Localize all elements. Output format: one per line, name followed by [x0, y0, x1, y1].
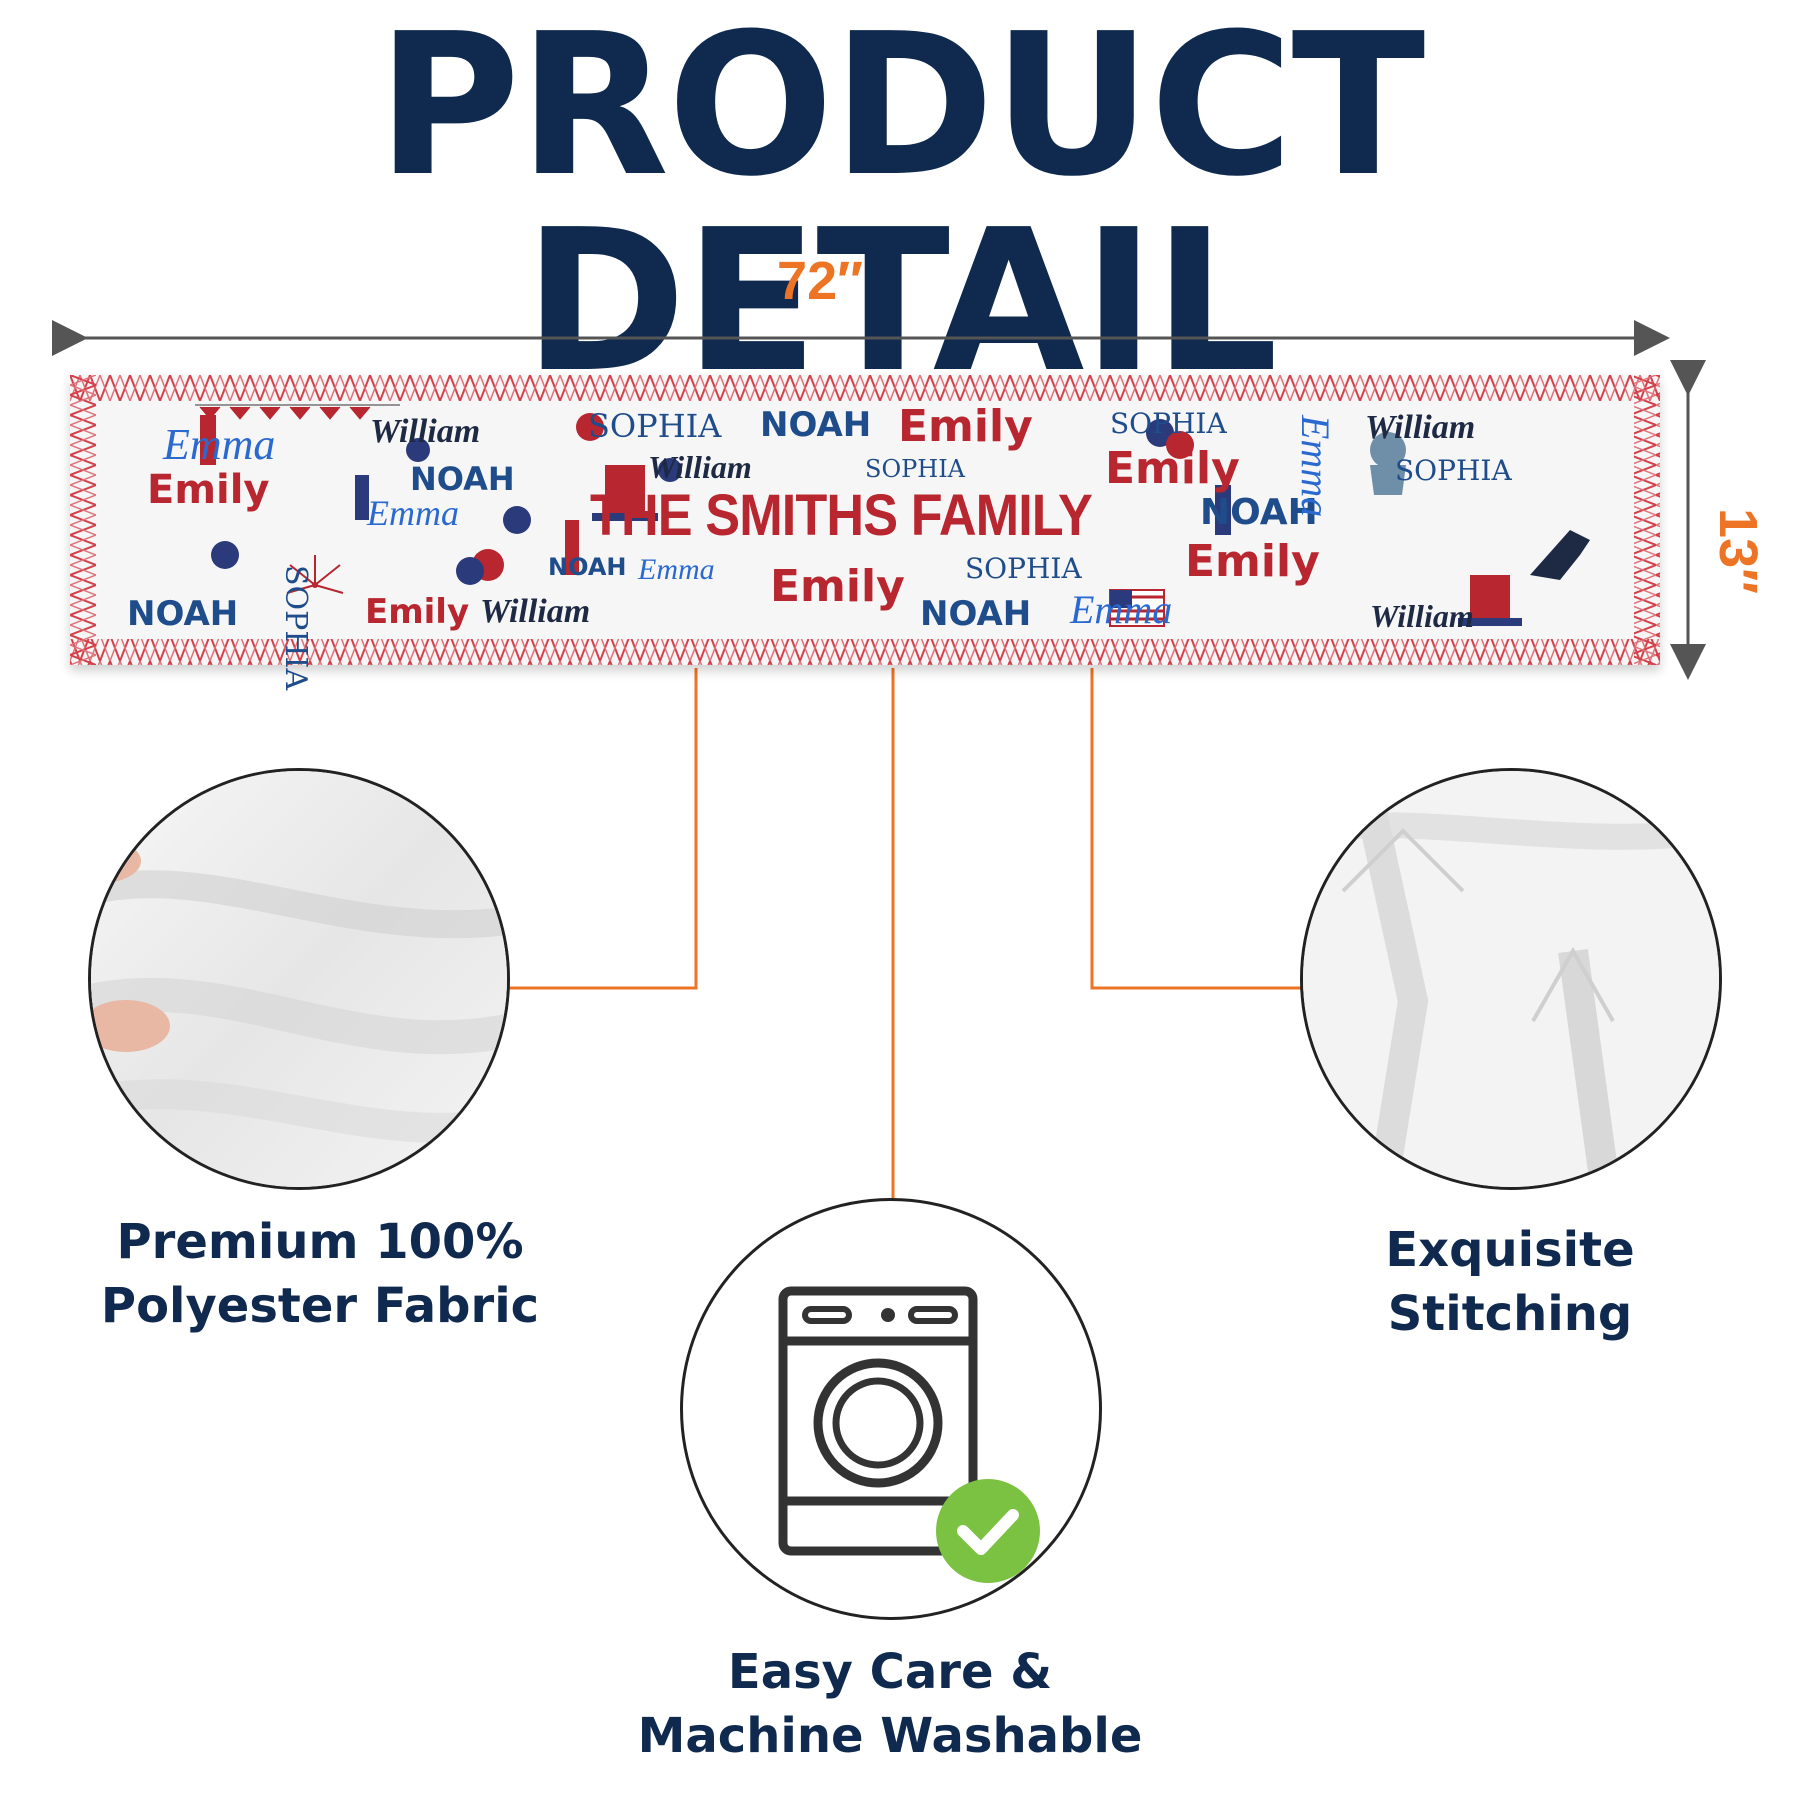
runner-name: William [1365, 409, 1476, 446]
feature-caption-line: Stitching [1387, 1286, 1633, 1342]
washable-circle [680, 1198, 1102, 1620]
runner-name: NOAH [920, 594, 1032, 634]
feature-caption-washable: Easy Care & Machine Washable [580, 1640, 1200, 1768]
runner-name: NOAH [760, 405, 872, 445]
page-title: PRODUCT DETAIL [376, 0, 1426, 416]
runner-name: Emma [1070, 587, 1173, 632]
width-dimension-label: 72″ [777, 251, 863, 311]
runner-name: NOAH [127, 594, 239, 634]
runner-name: Emily [1185, 536, 1320, 587]
runner-name: Emma [1293, 415, 1338, 518]
runner-border [70, 375, 1660, 665]
runner-name: Emily [1105, 443, 1240, 494]
runner-name: NOAH [1200, 492, 1318, 533]
statue-of-liberty-icon [1370, 432, 1406, 495]
eagle-icon [1530, 530, 1590, 580]
fabric-texture [91, 771, 507, 1187]
runner-name: William [648, 449, 752, 485]
runner-name: Emma [638, 553, 715, 586]
runner-name: SOPHIA [865, 455, 966, 483]
runner-name: SOPHIA [965, 552, 1082, 585]
washing-machine-icon [778, 1286, 1040, 1583]
feature-caption-stitching: Exquisite Stitching [1260, 1218, 1760, 1346]
rocket-icon [200, 415, 1231, 575]
runner-name: SOPHIA [278, 565, 313, 691]
firework-icon [286, 555, 344, 594]
runner-name: Emily [898, 401, 1033, 452]
runner-name: Emily [147, 467, 270, 513]
runner-name: Emily [365, 592, 470, 632]
uncle-sam-hat-icon [592, 465, 1522, 626]
runner-name: SOPHIA [1110, 407, 1227, 440]
balloon-icon [211, 413, 1194, 585]
feature-caption-line: Machine Washable [637, 1708, 1143, 1764]
feature-caption-line: Exquisite [1385, 1222, 1635, 1278]
feature-caption-line: Premium 100% [116, 1214, 524, 1270]
runner-name: SOPHIA [588, 407, 722, 445]
table-runner-image: Emma Emily SOPHIA NOAH William Emma Emil… [70, 375, 1660, 690]
stitching-texture [1303, 771, 1719, 1187]
feature-caption-line: Polyester Fabric [100, 1278, 540, 1334]
runner-name: William [1370, 598, 1474, 634]
runner-name: Emma [163, 420, 276, 469]
finger-icon [91, 1000, 170, 1052]
feature-caption-fabric: Premium 100% Polyester Fabric [60, 1210, 580, 1338]
check-badge-icon [936, 1479, 1040, 1583]
runner-name: William [370, 413, 481, 450]
flag-icon [1109, 589, 1165, 627]
fabric-closeup-image [88, 768, 510, 1190]
runner-name: NOAH [410, 460, 515, 498]
runner-name: NOAH [548, 553, 627, 581]
runner-name: Emma [367, 493, 459, 533]
runner-name: SOPHIA [1395, 454, 1512, 487]
leader-line-stitching [1090, 668, 1310, 990]
feature-caption-line: Easy Care & [727, 1644, 1053, 1700]
leader-line-fabric [485, 668, 698, 990]
runner-name: Emily [770, 561, 905, 612]
height-dimension-label: 13″ [1708, 508, 1768, 594]
family-name: THE SMITHS FAMILY [590, 483, 1093, 548]
runner-name: William [480, 593, 591, 630]
stitching-closeup-image [1300, 768, 1722, 1190]
